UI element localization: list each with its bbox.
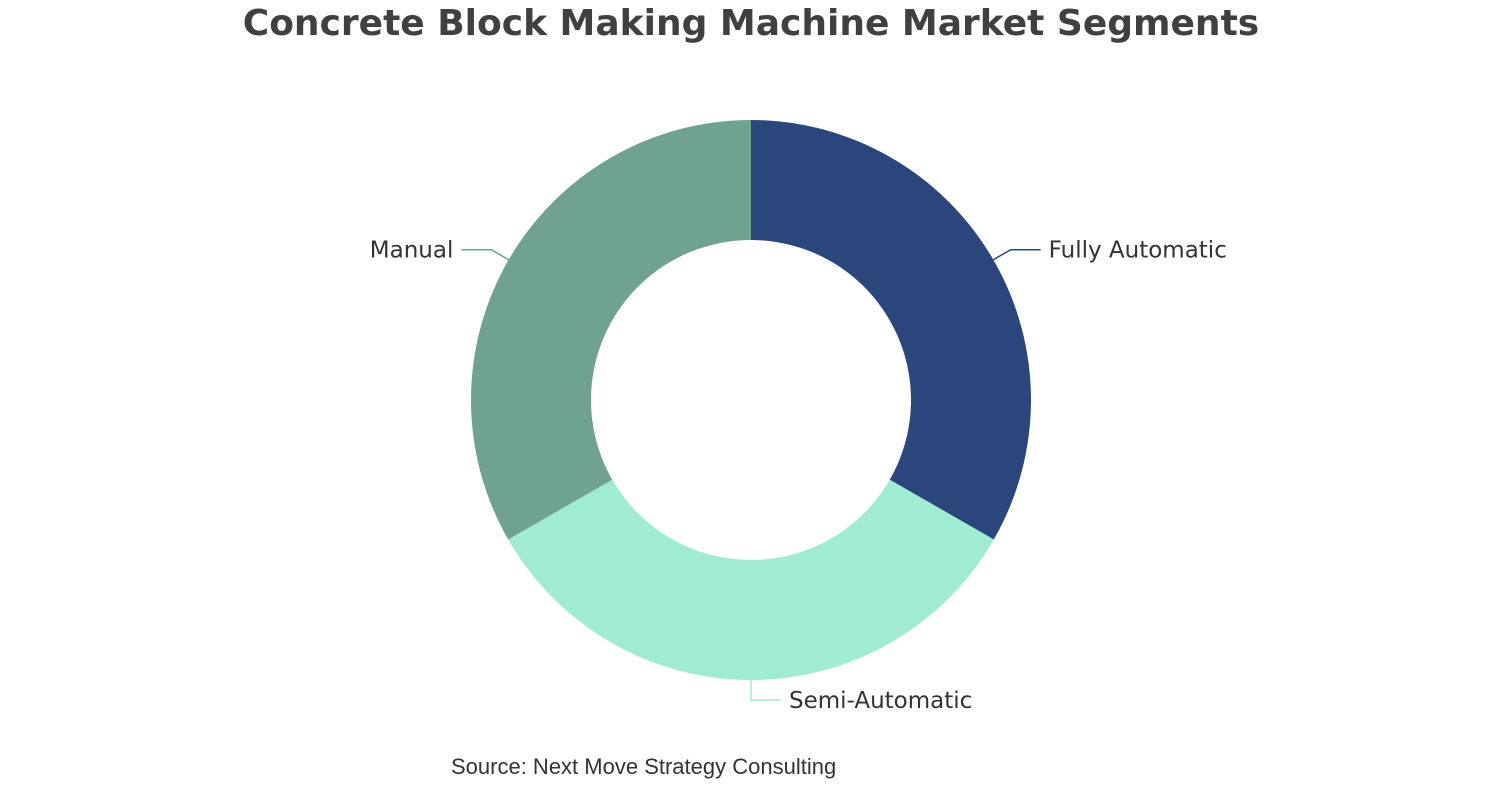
slice-label-semi-automatic: Semi-Automatic	[789, 688, 972, 714]
source-note: Source: Next Move Strategy Consulting	[451, 754, 837, 779]
slice-semi-automatic[interactable]	[508, 479, 994, 680]
leader-line-fully-automatic	[992, 248, 1041, 261]
slice-fully-automatic[interactable]	[751, 120, 1031, 540]
leader-line-manual	[461, 248, 510, 261]
slices-layer	[471, 120, 1031, 680]
leader-line-semi-automatic	[750, 680, 781, 701]
slice-label-manual: Manual	[370, 238, 454, 264]
chart-title: Concrete Block Making Machine Market Seg…	[242, 3, 1260, 44]
slice-manual[interactable]	[471, 120, 751, 540]
slice-label-fully-automatic: Fully Automatic	[1049, 238, 1227, 264]
